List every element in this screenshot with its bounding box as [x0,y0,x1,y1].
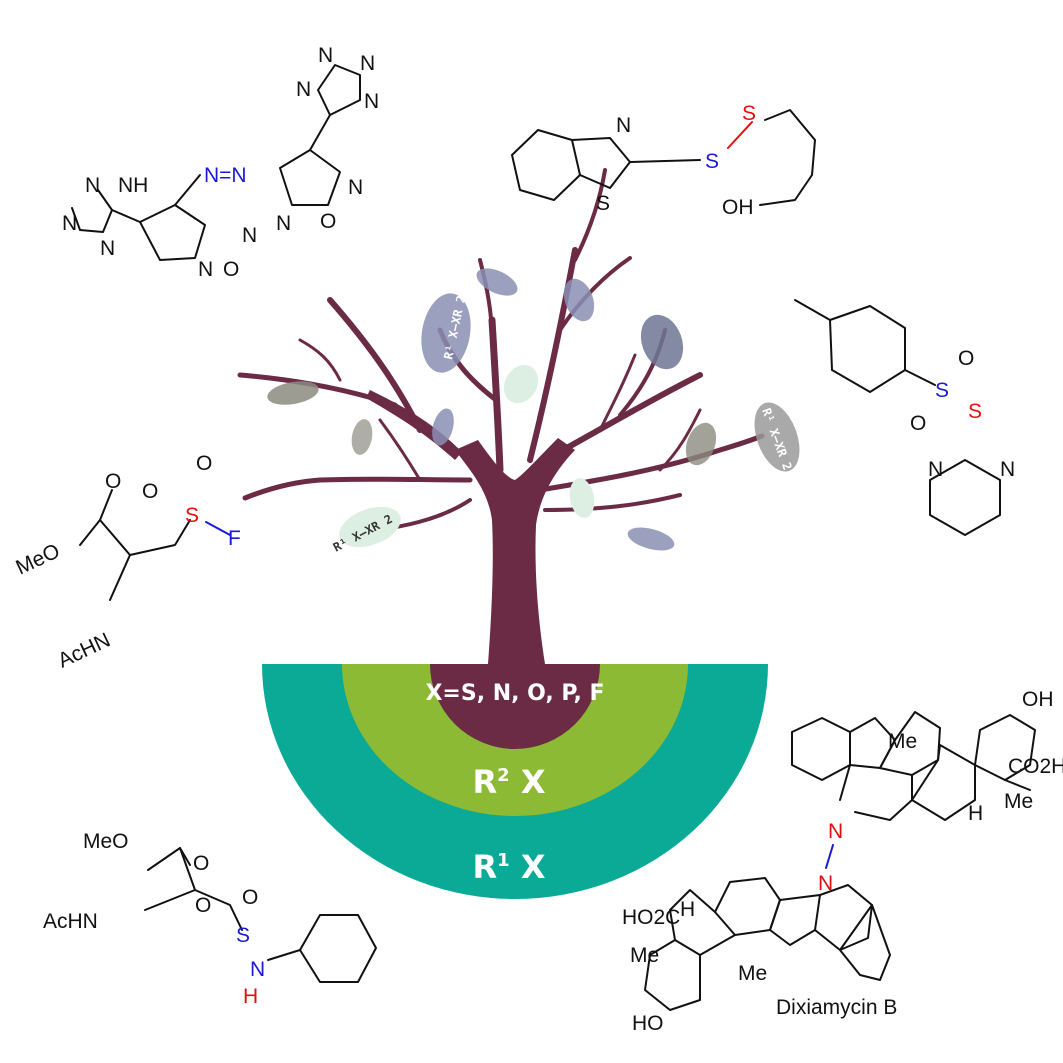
atom-n: N [242,224,257,247]
atom-n: N [928,458,943,481]
tree-branch-left-upper [327,297,423,433]
leaf [476,268,518,296]
tree-branch-center-up [478,258,494,332]
tree-branch-right-low2 [543,493,682,512]
atom-s-chain: S [742,102,756,125]
atom-n: N [250,958,265,981]
root-inner-label: X=S, N, O, P, F [425,681,604,706]
atom-h: H [680,898,695,921]
atom-s: S [185,504,199,527]
atom-meo: MeO [83,830,129,853]
atom-o: O [320,210,336,233]
atom-me: Me [630,944,659,967]
atom-me: Me [738,962,767,985]
molecule-sulfonyl-fluoride: MeO O AcHN S O O F [12,452,240,673]
tree-branch-right-twig [658,408,702,472]
leaf-tagged [754,402,800,472]
atom-oh: OH [722,196,754,219]
atom-meo: MeO [12,539,63,579]
atom-s-thio: S [968,400,982,423]
leaf-tagged [421,293,471,373]
atom-achn: AcHN [43,910,98,933]
root-middle-label: R2 X [473,763,546,801]
tree-branch-left-twig2 [378,418,422,482]
tree-branch-right-twig2 [598,353,637,432]
atom-oh: OH [1022,688,1054,711]
molecule-benzothiazole-disulfide: N S S S OH [511,102,816,219]
leaf [685,422,717,466]
tree-branch-left-mid [237,372,398,408]
molecule-tosyl-thiosulfonate: S O O S N N [794,299,1015,536]
leaf [503,364,539,404]
tree-branch-right-upper [527,247,578,463]
inner-core [430,664,600,749]
leaf [627,527,675,551]
atom-o: O [242,886,258,909]
atom-o: O [193,852,209,875]
atom-azo: N=N [204,164,247,187]
tree-trunk [455,438,575,664]
molecule-dixiamycin-b: OH Me CO2H Me H N N HO2C H Me Me HO Dixi… [622,688,1063,1035]
tree-branch-right-top [558,256,632,332]
atom-co2h: CO2H [1008,755,1063,778]
atom-ho: HO [632,1012,664,1035]
root-outer-label: R1 X [473,848,546,886]
root-hemispheres [262,664,768,899]
atom-o: O [223,258,239,281]
atom-n: N [1000,458,1015,481]
atom-s-link: S [705,150,719,173]
atom-o: O [195,894,211,917]
tree-branch-left-low [242,476,473,501]
tree-branch-center [488,316,504,474]
leaf [267,381,319,405]
atom-n: N [818,872,833,895]
tree-branch-left-twig [298,338,342,382]
atom-o: O [105,470,121,493]
leaf [432,408,454,446]
molecule-name: Dixiamycin B [776,996,897,1019]
atom-o: O [910,412,926,435]
atom-n: N [616,114,631,137]
atom-s: S [236,924,250,947]
atom-achn: AcHN [54,629,113,673]
atom-ho2c: HO2C [622,906,680,929]
leaf [563,278,595,322]
atom-o: O [196,452,212,475]
tree-branch-right-up2 [573,168,607,262]
atom-n: N [198,258,213,281]
leaf [640,314,684,370]
atom-nh: NH [118,174,148,197]
atom-n: N [364,90,379,113]
atom-h: H [243,985,258,1008]
atom-f: F [228,527,241,550]
atom-s-ring: S [596,192,610,215]
atom-n: N [318,44,333,67]
atom-s-sulfonyl: S [935,379,949,402]
molecule-tetrazole-azofurazan: NH N N N N=N N O N N O N N N N N [62,44,379,281]
atom-n: N [85,174,100,197]
molecule-sulfonamide: MeO O AcHN S O O N H [43,830,377,1008]
tree-leaves: R¹ X–XR 2 R¹ X–XR 2 R¹ X–XR 2 [267,268,800,555]
atom-n: N [62,212,77,235]
leaf [351,419,373,455]
tree [237,168,765,664]
atom-me: Me [1004,790,1033,813]
atom-me: Me [888,730,917,753]
tree-branch-right-mid [542,372,703,463]
atom-n: N [296,78,311,101]
atom-n: N [360,52,375,75]
atom-n: N [276,212,291,235]
atom-o: O [142,480,158,503]
atom-n: N [828,820,843,843]
atom-o: O [958,347,974,370]
atom-h: H [968,802,983,825]
atom-n: N [100,237,115,260]
leaf-tagged [339,506,401,548]
leaf [569,478,595,518]
atom-n: N [348,176,363,199]
